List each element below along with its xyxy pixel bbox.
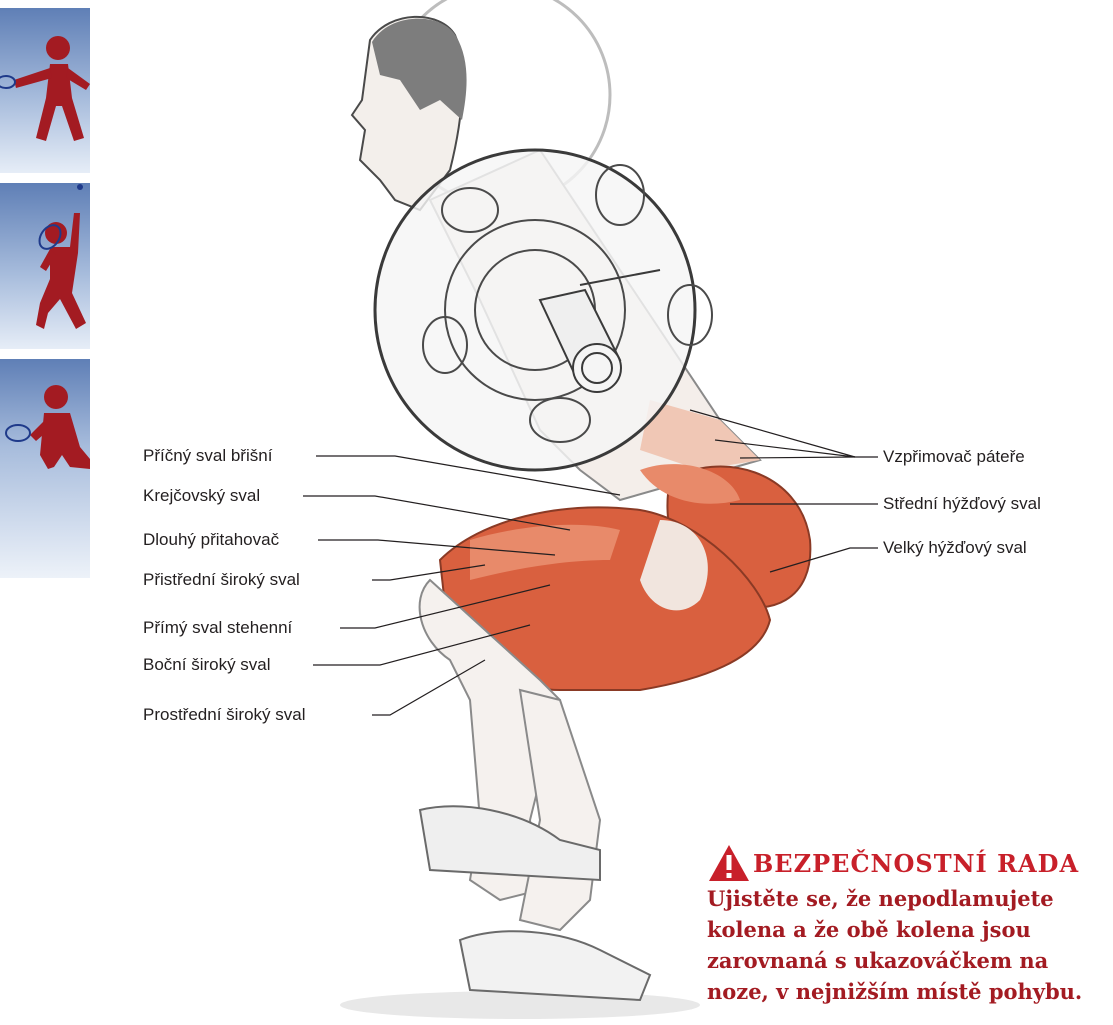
safety-tip-text: Ujistěte se, že nepodlamujete kolena a ž… — [707, 883, 1107, 1007]
label-velky-hyzdovy-sval: Velký hýžďový sval — [883, 538, 1027, 558]
label-pricny-sval-brisni: Příčný sval břišní — [143, 446, 272, 466]
label-bocni-siroky-sval: Boční široký sval — [143, 655, 271, 675]
safety-tip-title: BEZPEČNOSTNÍ RADA — [707, 843, 1107, 883]
safety-tip-heading: BEZPEČNOSTNÍ RADA — [753, 849, 1079, 878]
label-krejcovsky-sval: Krejčovský sval — [143, 486, 260, 506]
label-dlouhy-pritahovac: Dlouhý přitahovač — [143, 530, 279, 550]
label-stredni-hyzdovy-sval: Střední hýžďový sval — [883, 494, 1041, 514]
label-prostredni-siroky-sval: Prostřední široký sval — [143, 705, 306, 725]
label-primy-sval-stehenni: Přímý sval stehenní — [143, 618, 292, 638]
label-vzprimovac-patere: Vzpřimovač páteře — [883, 447, 1025, 467]
warning-icon — [707, 843, 751, 883]
label-pristredni-siroky-sval: Přistřední široký sval — [143, 570, 300, 590]
safety-tip: BEZPEČNOSTNÍ RADA Ujistěte se, že nepodl… — [707, 843, 1107, 1007]
